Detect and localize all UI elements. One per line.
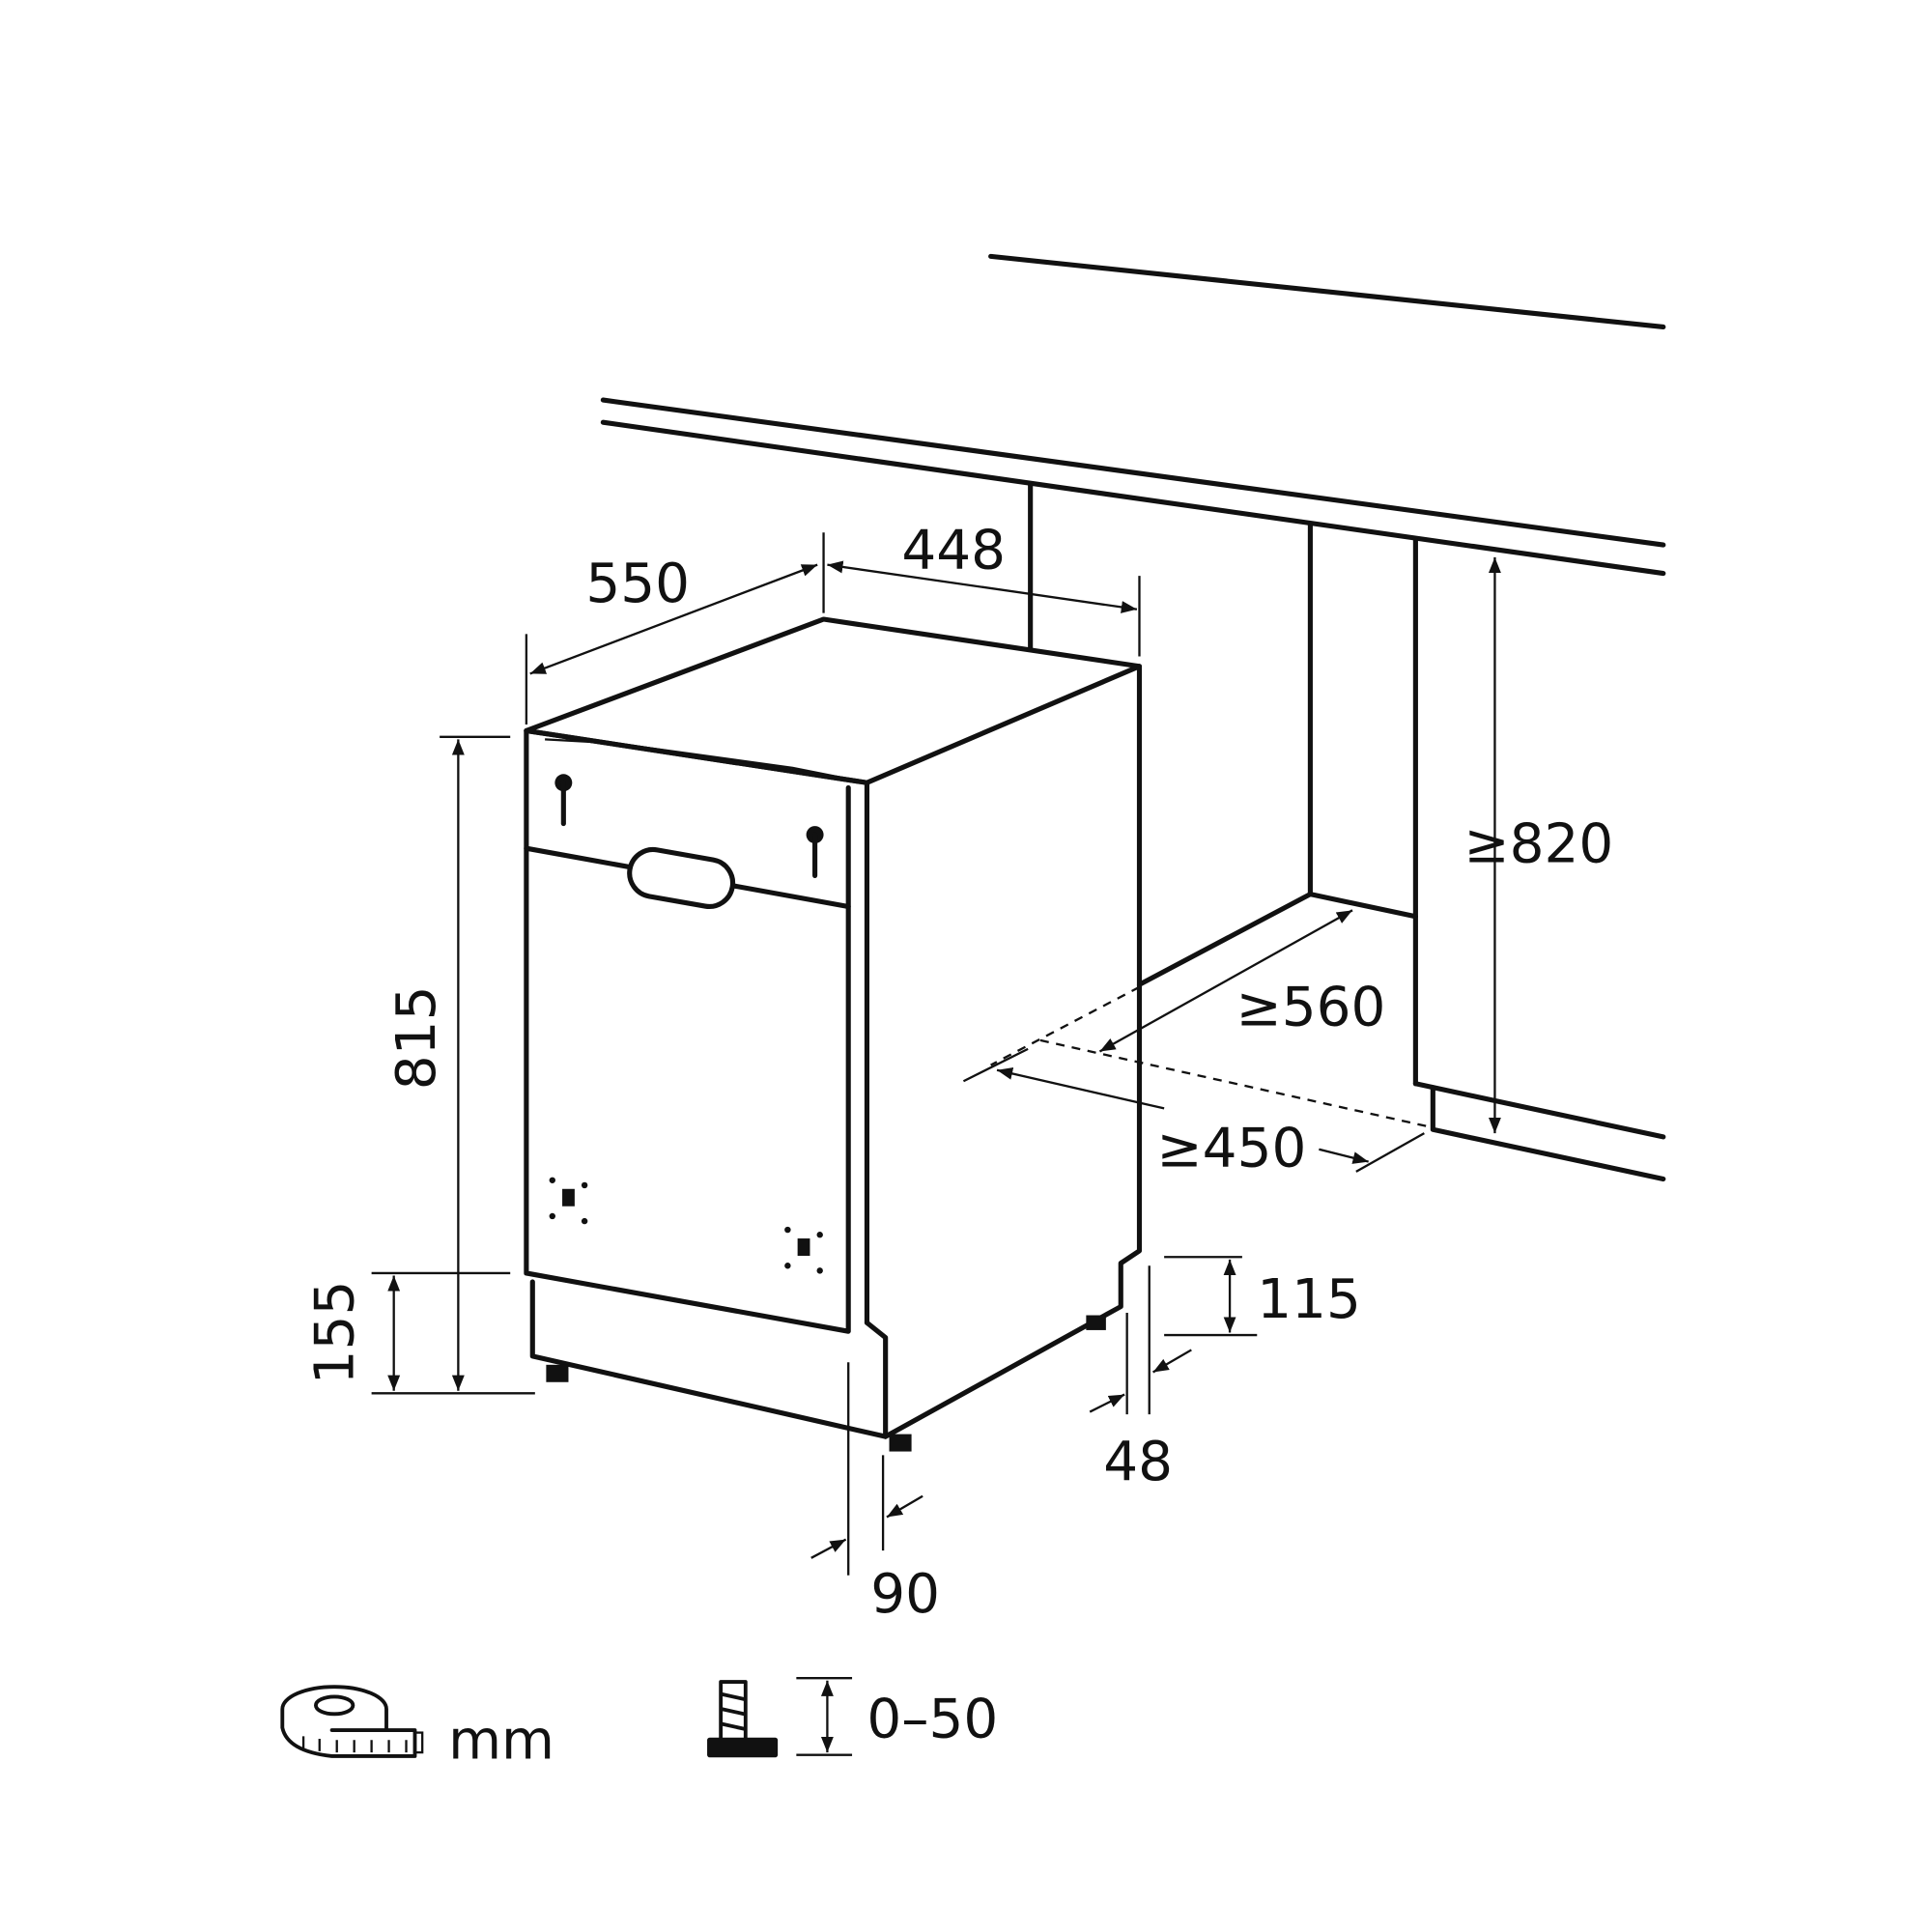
foot-adjustment-label: 0–50 xyxy=(867,1689,998,1751)
mount-mark-left xyxy=(549,1177,588,1225)
depth-label: 550 xyxy=(585,553,690,615)
plinth-height-label: 155 xyxy=(303,1281,366,1385)
dishwasher xyxy=(524,616,1143,1452)
dimension-lines xyxy=(371,532,1501,1576)
niche-depth-label: ≥560 xyxy=(1236,977,1385,1039)
width-label: 448 xyxy=(901,519,1006,582)
back-cutout-depth-label: 48 xyxy=(1103,1431,1173,1493)
niche-width-label: ≥450 xyxy=(1156,1118,1306,1180)
back-cutout-height-label: 115 xyxy=(1257,1268,1361,1331)
plinth-depth-label: 90 xyxy=(870,1563,940,1626)
hinge-pin-right xyxy=(806,826,824,878)
niche-height-label: ≥820 xyxy=(1463,812,1613,875)
adjustable-foot-icon xyxy=(707,1677,853,1758)
kitchen-cabinets xyxy=(600,253,1666,1182)
door-handle xyxy=(627,846,736,910)
mount-mark-right xyxy=(784,1226,823,1274)
foot xyxy=(546,1364,569,1382)
foot xyxy=(889,1434,912,1452)
foot xyxy=(1086,1315,1106,1330)
unit-label: mm xyxy=(448,1710,554,1773)
hinge-pin-left xyxy=(554,774,573,827)
height-label: 815 xyxy=(385,986,448,1091)
tape-measure-icon xyxy=(280,1685,424,1758)
